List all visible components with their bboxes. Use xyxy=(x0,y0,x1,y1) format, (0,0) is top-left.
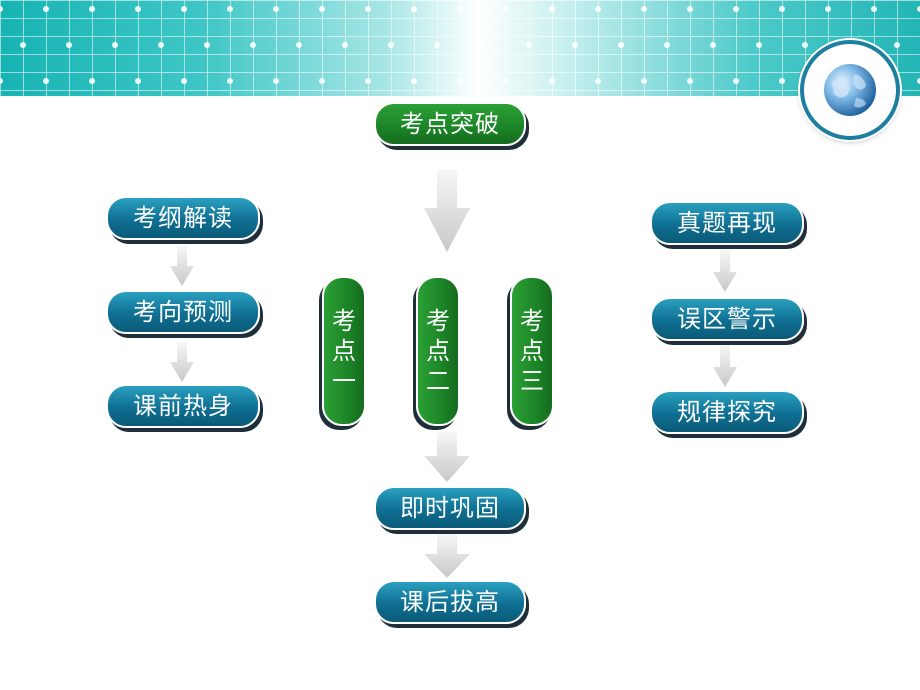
arrow-down-icon xyxy=(170,342,194,382)
arrow-down-icon xyxy=(424,170,470,252)
banner-dot-pattern xyxy=(0,6,920,84)
topic-two-char: 考 xyxy=(426,307,450,335)
banner-dot xyxy=(687,78,693,84)
banner-dot xyxy=(66,42,72,48)
banner-dot xyxy=(480,42,486,48)
banner-dot xyxy=(43,6,49,12)
topic-three-char: 点 xyxy=(520,337,544,365)
after-class-improvement-pill[interactable]: 课后拔高 xyxy=(374,580,526,624)
arrow-down-icon xyxy=(170,246,194,286)
banner-dot xyxy=(871,6,877,12)
banner-dot xyxy=(756,42,762,48)
globe-icon xyxy=(824,64,876,116)
banner-dot xyxy=(342,42,348,48)
arrow-down-icon xyxy=(713,250,737,292)
header-banner xyxy=(0,0,920,96)
instant-consolidation-pill[interactable]: 即时巩固 xyxy=(374,486,526,530)
banner-dot xyxy=(710,42,716,48)
globe-badge xyxy=(800,40,900,140)
banner-dot xyxy=(135,78,141,84)
misconception-warning-pill[interactable]: 误区警示 xyxy=(650,297,804,341)
banner-dot xyxy=(227,78,233,84)
banner-dot xyxy=(0,6,3,12)
banner-dot xyxy=(641,78,647,84)
banner-dot xyxy=(411,6,417,12)
banner-dot xyxy=(273,6,279,12)
topic-one-char: 一 xyxy=(332,367,356,395)
banner-dot xyxy=(365,78,371,84)
banner-dot xyxy=(43,78,49,84)
topic-one-char: 考 xyxy=(332,307,356,335)
banner-dot xyxy=(503,78,509,84)
banner-dot xyxy=(204,42,210,48)
banner-dot xyxy=(388,42,394,48)
real-questions-pill[interactable]: 真题再现 xyxy=(650,201,804,245)
banner-dot xyxy=(549,6,555,12)
banner-dot xyxy=(227,6,233,12)
banner-dot xyxy=(457,78,463,84)
banner-dot xyxy=(618,42,624,48)
arrow-down-icon xyxy=(424,432,470,482)
banner-dot xyxy=(503,6,509,12)
pattern-exploration-pill[interactable]: 规律探究 xyxy=(650,390,804,434)
banner-dot xyxy=(733,6,739,12)
banner-dot xyxy=(434,42,440,48)
banner-dot xyxy=(572,42,578,48)
banner-dot xyxy=(825,6,831,12)
banner-dot xyxy=(595,6,601,12)
arrow-down-icon xyxy=(424,534,470,578)
topic-two-pill[interactable]: 考 点 二 xyxy=(416,276,460,426)
arrow-down-icon xyxy=(713,345,737,387)
banner-dot xyxy=(526,42,532,48)
banner-dot xyxy=(687,6,693,12)
banner-dot xyxy=(158,42,164,48)
topic-three-char: 三 xyxy=(520,367,544,395)
banner-dot xyxy=(917,78,920,84)
topic-one-char: 点 xyxy=(332,337,356,365)
exam-outline-pill[interactable]: 考纲解读 xyxy=(106,196,260,240)
banner-dot xyxy=(296,42,302,48)
banner-dot xyxy=(664,42,670,48)
banner-dot xyxy=(273,78,279,84)
banner-dot xyxy=(20,42,26,48)
banner-dot xyxy=(779,78,785,84)
banner-dot xyxy=(457,6,463,12)
banner-dot xyxy=(595,78,601,84)
topic-two-char: 点 xyxy=(426,337,450,365)
banner-dot xyxy=(250,42,256,48)
banner-dot xyxy=(894,42,900,48)
banner-dot xyxy=(411,78,417,84)
banner-dot xyxy=(319,6,325,12)
banner-dot xyxy=(779,6,785,12)
topic-breakthrough-pill[interactable]: 考点突破 xyxy=(374,102,526,146)
banner-dot xyxy=(319,78,325,84)
banner-dot xyxy=(181,6,187,12)
banner-dot xyxy=(89,6,95,12)
banner-dot xyxy=(733,78,739,84)
banner-dot xyxy=(135,6,141,12)
banner-dot xyxy=(365,6,371,12)
banner-dot xyxy=(917,6,920,12)
banner-dot xyxy=(89,78,95,84)
banner-dot xyxy=(802,42,808,48)
banner-dot xyxy=(549,78,555,84)
banner-dot xyxy=(181,78,187,84)
topic-three-char: 考 xyxy=(520,307,544,335)
topic-two-char: 二 xyxy=(426,367,450,395)
topic-one-pill[interactable]: 考 点 一 xyxy=(322,276,366,426)
preclass-warmup-pill[interactable]: 课前热身 xyxy=(106,384,260,428)
exam-forecast-pill[interactable]: 考向预测 xyxy=(106,290,260,334)
banner-dot xyxy=(641,6,647,12)
banner-dot xyxy=(112,42,118,48)
banner-dot xyxy=(0,78,3,84)
topic-three-pill[interactable]: 考 点 三 xyxy=(510,276,554,426)
